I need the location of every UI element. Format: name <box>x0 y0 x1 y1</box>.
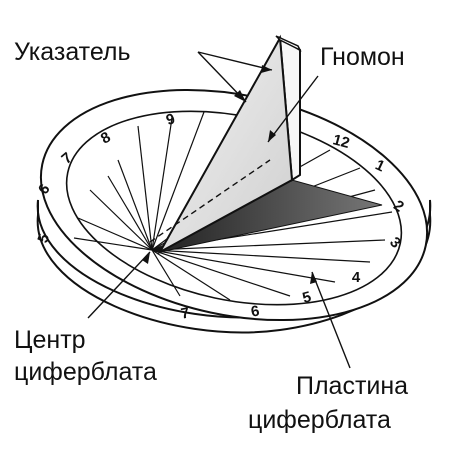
arrow-pointer-1 <box>234 90 246 102</box>
label-plate-line1: Пластина <box>296 372 408 400</box>
hour-line <box>151 249 371 263</box>
arrowheads <box>142 65 317 284</box>
arrow-gnomon <box>268 130 276 142</box>
dial-number: 6 <box>250 302 261 320</box>
hour-line <box>137 125 153 251</box>
hour-line <box>151 239 386 251</box>
arrow-pointer-2 <box>261 65 272 73</box>
dial-number: 7 <box>180 304 191 322</box>
pointer-dashed-line <box>149 159 271 243</box>
arrow-center <box>142 252 150 264</box>
hour-line <box>107 175 153 251</box>
gnomon-top <box>275 35 302 52</box>
label-center-line2: циферблата <box>14 358 157 386</box>
hour-line <box>151 117 173 251</box>
leader-pointer-2 <box>197 51 273 71</box>
label-pointer: Указатель <box>14 38 131 66</box>
leader-gnomon <box>267 75 319 143</box>
hour-line <box>151 249 231 301</box>
hour-line <box>89 189 153 251</box>
dial-number: 4 <box>352 269 361 286</box>
hour-line <box>151 249 291 297</box>
dial-number: 12 <box>331 131 352 152</box>
label-center-line1: Центр <box>14 326 86 354</box>
hour-line <box>151 249 336 283</box>
hour-line <box>77 217 153 251</box>
arrow-plate <box>310 272 317 284</box>
leader-center <box>87 251 151 319</box>
gnomon-face <box>157 34 294 255</box>
label-gnomon: Гномон <box>320 43 405 71</box>
dial-plate-edge <box>36 199 432 334</box>
hour-line <box>151 249 181 297</box>
hour-line <box>117 159 153 251</box>
leader-plate <box>311 271 351 369</box>
hour-line <box>73 237 153 251</box>
label-plate-line2: циферблата <box>248 406 391 434</box>
hour-line <box>151 111 205 251</box>
